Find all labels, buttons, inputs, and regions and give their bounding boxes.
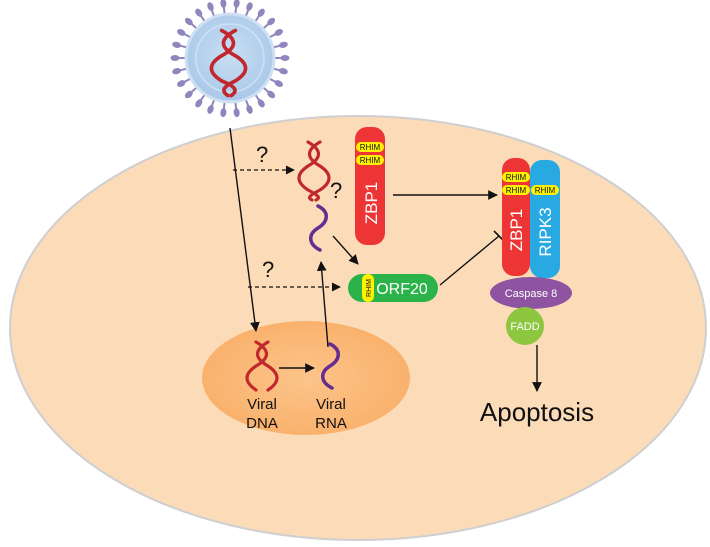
virus-dna-icon <box>209 28 248 98</box>
necrosome-zbp1: RHIM RHIM ZBP1 <box>502 158 530 276</box>
virus-spike-head <box>184 17 193 26</box>
virus-spike-head <box>220 108 227 118</box>
virus-spike-head <box>207 105 214 114</box>
virus-spike-head <box>246 2 253 11</box>
zbp1-free-rhim-2-box <box>356 155 384 165</box>
necrosome-zbp1-rhim-2: RHIM <box>506 186 527 195</box>
zbp1-free-rhim-1: RHIM <box>360 143 381 152</box>
virus-spike-head <box>220 0 227 8</box>
necrosome-zbp1-label: ZBP1 <box>507 209 526 252</box>
virus-spike-head <box>233 108 240 118</box>
necrosome-ripk3-rhim-box <box>531 185 559 195</box>
necrosome-ripk3-rhim: RHIM <box>535 186 556 195</box>
caspase8: Caspase 8 <box>490 277 572 309</box>
viral-rna-label-line1: Viral <box>316 396 346 413</box>
zbp1-free-rhim-2: RHIM <box>360 156 381 165</box>
orf20-rhim: RHIM <box>366 279 373 297</box>
viral-dna-label-line1: Viral <box>247 396 277 413</box>
inhibition-line-orf20 <box>439 235 500 286</box>
nuclear-dna-icon <box>245 340 279 392</box>
necrosome-ripk3: RHIM RIPK3 <box>530 160 560 278</box>
virus-spike-head <box>170 55 180 61</box>
arrow-rna-export <box>316 261 329 348</box>
zbp1-free-label: ZBP1 <box>362 182 381 225</box>
virus-spike-head <box>278 68 288 75</box>
question-mark-middle: ? <box>330 178 342 203</box>
arrow-rna-to-orf20 <box>332 235 359 265</box>
necrosome-zbp1-rhim-1: RHIM <box>506 173 527 182</box>
fadd-label: FADD <box>510 321 539 333</box>
virus-spike-head <box>246 105 253 114</box>
virus-spike-head <box>274 80 283 87</box>
viral-rna-label-line2: RNA <box>315 415 347 432</box>
question-mark-upper: ? <box>256 142 268 167</box>
zbp1-free: RHIM RHIM ZBP1 <box>355 127 385 245</box>
virus-spike-head <box>280 55 290 61</box>
virus-spike-head <box>257 99 265 108</box>
question-mark-lower: ? <box>262 257 274 282</box>
arrow-virus-to-nucleus <box>229 127 260 332</box>
caspase8-label: Caspase 8 <box>505 288 558 300</box>
viral-dna-label-line2: DNA <box>246 415 278 432</box>
apoptosis-label: Apoptosis <box>480 397 594 427</box>
nuclear-rna-icon <box>321 342 340 390</box>
orf20-label: ORF20 <box>376 281 428 298</box>
zbp1-free-rhim-1-box <box>356 142 384 152</box>
virus-spike-head <box>267 90 276 99</box>
virus-spike-head <box>278 41 288 48</box>
virus-spike-head <box>195 8 203 17</box>
virus-spike-head <box>207 2 214 11</box>
virus-spike-head <box>267 17 276 26</box>
necrosome-zbp1-rhim-2-box <box>502 185 530 195</box>
virus-spike-head <box>172 68 182 75</box>
virus-spike-head <box>274 29 283 36</box>
nucleus <box>202 321 410 435</box>
virus-spike-head <box>184 90 193 99</box>
cytosolic-rna-icon <box>309 204 328 252</box>
fadd: FADD <box>506 307 544 345</box>
virus-spike-head <box>177 29 186 36</box>
virus-spike-head <box>233 0 240 8</box>
necrosome-zbp1-rhim-1-box <box>502 172 530 182</box>
orf20-protein: RHIM ORF20 <box>348 274 438 302</box>
virus-spike-head <box>177 80 186 87</box>
virus-spike-head <box>172 41 182 48</box>
necrosome-ripk3-label: RIPK3 <box>536 207 555 256</box>
virus-spike-head <box>257 8 265 17</box>
cytosolic-dna-icon <box>297 140 331 202</box>
orf20-rhim-box <box>362 274 374 302</box>
virus-particle <box>170 0 290 118</box>
virus-spike-head <box>195 99 203 108</box>
